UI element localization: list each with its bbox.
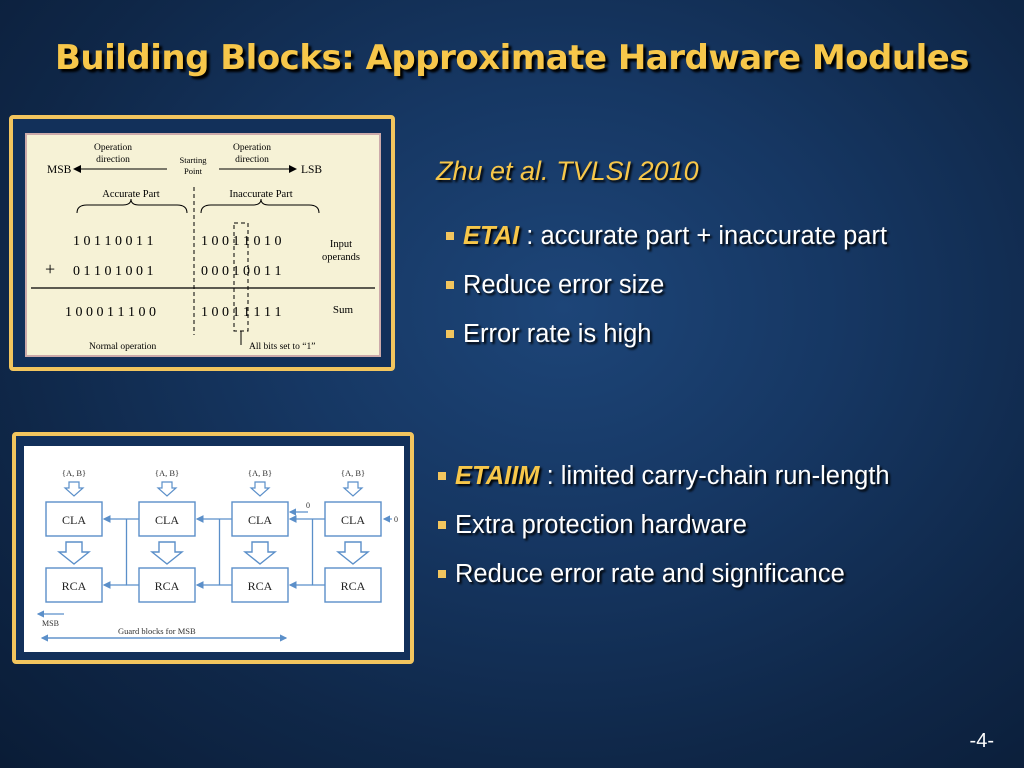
etai-figure: MSB LSB Operation direction Operation di… [25, 133, 381, 357]
input-ab-label: {A, B} [341, 468, 365, 478]
input-ab-label: {A, B} [248, 468, 272, 478]
input-ab-label: {A, B} [62, 468, 86, 478]
list-item: ETAIIM : limited carry-chain run-length [436, 462, 890, 511]
rca-label: RCA [341, 579, 366, 593]
operand-b-accurate: 0 1 1 0 1 0 0 1 [73, 264, 154, 279]
cla-block [45, 501, 103, 537]
cla-label: CLA [341, 513, 365, 527]
operand-b-inaccurate: 0 0 0 1 0 0 1 1 [201, 264, 282, 279]
input-operands-2: operands [322, 252, 360, 263]
bullet-square-icon [438, 472, 446, 480]
carry-path-rca [311, 519, 325, 586]
guard-blocks-label: Guard blocks for MSB [118, 626, 196, 636]
down-arrow-icon [57, 541, 91, 565]
rca-block [324, 567, 382, 603]
rca-label: RCA [248, 579, 273, 593]
input-arrow-icon [342, 481, 364, 497]
inaccurate-part-label: Inaccurate Part [229, 189, 292, 200]
inaccurate-brace [200, 198, 320, 214]
cla-label: CLA [62, 513, 86, 527]
etai-bullet-3: Error rate is high [463, 320, 652, 348]
rca-label: RCA [62, 579, 87, 593]
sum-accurate: 1 0 0 0 1 1 1 0 0 [65, 305, 156, 320]
etai-description: : accurate part + inaccurate part [519, 222, 888, 250]
etaiim-term: ETAIIM [455, 462, 540, 490]
carry-zero-right: 0 [394, 515, 398, 524]
msb-label: MSB [42, 619, 59, 628]
slide-title: Building Blocks: Approximate Hardware Mo… [54, 38, 970, 78]
plus-sign: + [45, 259, 55, 279]
rca-block [45, 567, 103, 603]
rca-label: RCA [155, 579, 180, 593]
etaiim-description: : limited carry-chain run-length [539, 462, 890, 490]
starting-point-1: Starting [180, 155, 208, 165]
etaiim-diagram: {A, B} CLA RCA {A, B} CLA RCA {A, B} CLA RCA {A, … [36, 468, 398, 642]
all-bits-set-label: All bits set to “1” [249, 342, 316, 352]
operand-a-inaccurate: 1 0 0 1 1 0 1 0 [201, 234, 282, 249]
input-arrow-icon [156, 481, 178, 497]
accurate-part-label: Accurate Part [102, 189, 160, 200]
etai-bullet-2: Reduce error size [463, 271, 665, 299]
normal-operation-label: Normal operation [89, 342, 157, 352]
list-item: Reduce error size [444, 271, 887, 320]
etaiim-bullet-3: Reduce error rate and significance [455, 560, 845, 588]
bullet-square-icon [446, 330, 454, 338]
bullet-square-icon [446, 281, 454, 289]
op-dir-left-1: Operation [94, 143, 132, 153]
arrow-left-icon [73, 165, 167, 173]
input-ab-label: {A, B} [155, 468, 179, 478]
down-arrow-icon [150, 541, 184, 565]
input-arrow-icon [249, 481, 271, 497]
operand-a-accurate: 1 0 1 1 0 0 1 1 [73, 234, 154, 249]
starting-point-2: Point [184, 166, 203, 176]
list-item: ETAI : accurate part + inaccurate part [444, 222, 887, 271]
down-arrow-icon [243, 541, 277, 565]
lsb-label: LSB [301, 164, 322, 176]
arrow-right-icon [219, 165, 297, 173]
citation: Zhu et al. TVLSI 2010 [436, 156, 699, 186]
bullet-square-icon [446, 232, 454, 240]
op-dir-right-2: direction [235, 155, 269, 165]
etai-bullets: ETAI : accurate part + inaccurate part R… [444, 222, 887, 369]
op-dir-left-2: direction [96, 155, 130, 165]
carry-path-rca [218, 519, 232, 586]
input-arrow-icon [63, 481, 85, 497]
etaiim-figure: {A, B} CLA RCA {A, B} CLA RCA {A, B} CLA RCA {A, … [24, 446, 404, 652]
etaiim-bullets: ETAIIM : limited carry-chain run-length … [436, 462, 890, 609]
etai-figure-frame: MSB LSB Operation direction Operation di… [9, 115, 395, 371]
list-item: Reduce error rate and significance [436, 560, 890, 609]
cla-label: CLA [248, 513, 272, 527]
carry-zero-top: 0 [306, 501, 310, 510]
bullet-square-icon [438, 570, 446, 578]
sum-inaccurate: 1 0 0 1 1 1 1 1 [201, 305, 282, 320]
etaiim-bullet-2: Extra protection hardware [455, 511, 747, 539]
sum-label: Sum [333, 304, 354, 316]
op-dir-right-1: Operation [233, 143, 271, 153]
cla-label: CLA [155, 513, 179, 527]
msb-label: MSB [47, 164, 72, 176]
input-operands-1: Input [330, 239, 352, 250]
list-item: Error rate is high [444, 320, 887, 369]
down-arrow-icon [336, 541, 370, 565]
carry-path-rca [125, 519, 139, 586]
list-item: Extra protection hardware [436, 511, 890, 560]
accurate-brace [76, 198, 188, 214]
bullet-square-icon [438, 521, 446, 529]
etai-term: ETAI [463, 222, 520, 250]
page-number: -4- [969, 730, 994, 752]
etai-diagram: MSB LSB Operation direction Operation di… [31, 143, 375, 352]
etaiim-figure-frame: {A, B} CLA RCA {A, B} CLA RCA {A, B} CLA RCA {A, … [12, 432, 414, 664]
